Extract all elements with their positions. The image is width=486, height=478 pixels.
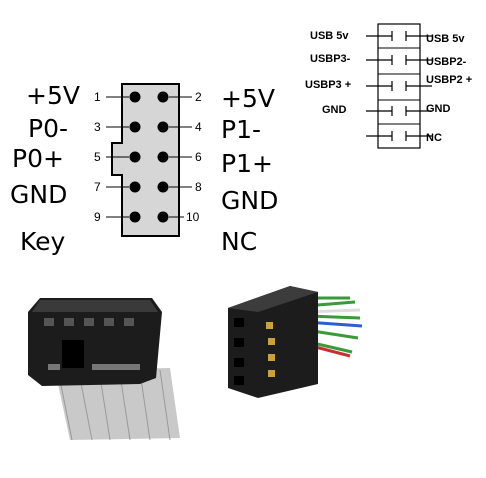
pin-number-10: 10 [186,210,200,224]
pin-number-8: 8 [195,180,202,194]
small-label-right-3: USBP2 + [426,74,473,86]
small-label-right-1: USB 5v [426,33,465,45]
pin-dividers-small [378,47,420,125]
pin-grid-large [129,91,169,223]
label-right-4: P1- [221,115,262,144]
pin-leaders-small [366,31,432,141]
pin-number-7: 7 [94,180,101,194]
pin-leaders-large [106,96,192,218]
pin-number-2: 2 [195,90,202,104]
pin-number-6: 6 [195,150,202,164]
pin-number-1: 1 [94,90,101,104]
small-label-left-1: USB 5v [310,30,349,42]
pin-number-3: 3 [94,120,101,134]
label-right-2: +5V [221,84,275,113]
small-label-left-4: GND [322,104,347,116]
pin-number-9: 9 [94,210,101,224]
photo-pin-header [228,286,363,398]
label-right-8: GND [221,186,279,215]
pin-number-4: 4 [195,120,202,134]
label-left-3: P0- [28,114,69,143]
pin-number-5: 5 [94,150,101,164]
header-body-large [111,83,180,237]
label-left-9: Key [20,227,66,256]
small-label-left-2: USBP3- [310,53,351,65]
label-left-5: P0+ [12,144,64,173]
small-label-right-5: NC [426,132,442,144]
photo-ribbon-connector [28,298,180,441]
small-label-right-4: GND [426,103,451,115]
small-label-right-2: USBP2- [426,56,467,68]
label-left-1: +5V [26,81,80,110]
label-right-6: P1+ [221,149,273,178]
label-right-10: NC [221,227,258,256]
small-label-left-3: USBP3 + [305,79,352,91]
label-left-7: GND [10,180,68,209]
